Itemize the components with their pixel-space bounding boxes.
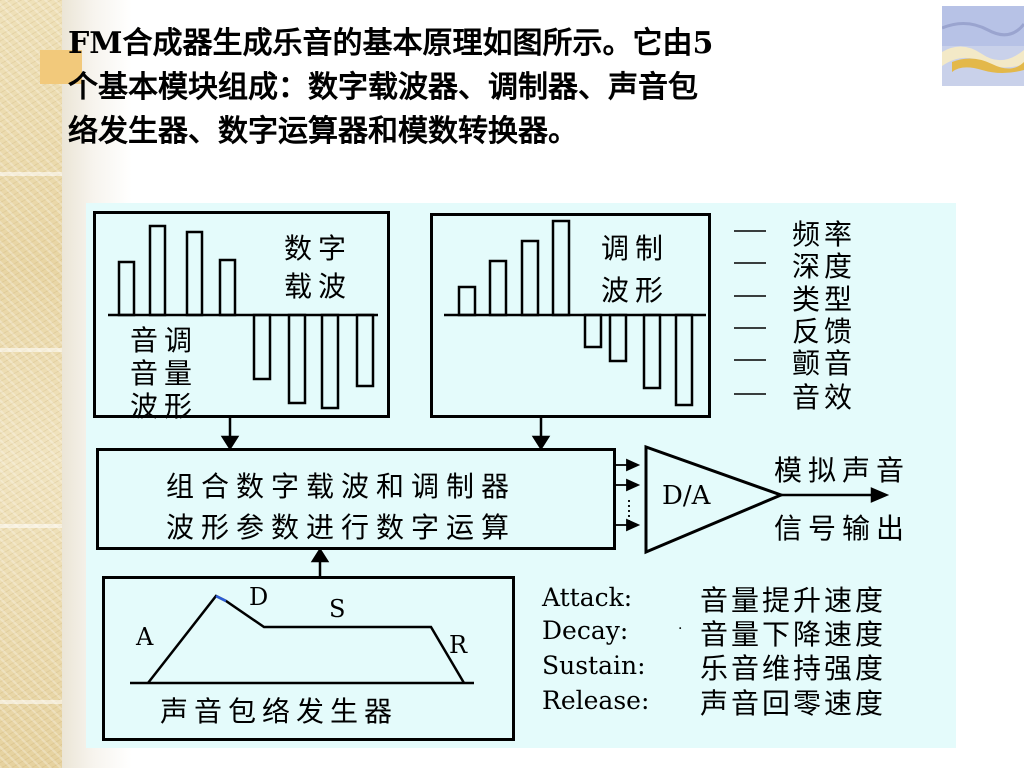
fm-synth-diagram: · 数字 载波 音调 音量 波形 调制 波形 频率 深度 类型 反馈 颤音 音效… bbox=[86, 203, 956, 748]
carrier-param-3: 波形 bbox=[130, 390, 199, 423]
intro-line-1: FM合成器生成乐音的基本原理如图所示。它由5 bbox=[68, 26, 714, 61]
intro-line-3: 络发生器、数字运算器和模数转换器。 bbox=[68, 114, 578, 149]
envelope-stage-d: D bbox=[249, 583, 269, 611]
envelope-label: 声音包络发生器 bbox=[160, 695, 399, 728]
modulator-param-frequency: 频率 bbox=[792, 218, 857, 251]
adsr-term-attack: Attack: bbox=[542, 583, 633, 612]
modulator-param-depth: 深度 bbox=[792, 250, 857, 283]
modulator-param-dashes bbox=[734, 230, 766, 395]
envelope-stage-a: A bbox=[136, 623, 154, 651]
carrier-param-2: 音量 bbox=[130, 357, 199, 390]
diagram-graphics: · bbox=[108, 219, 890, 685]
modulator-waveform bbox=[444, 219, 706, 407]
carrier-waveform bbox=[108, 224, 378, 410]
dac-label: D/A bbox=[662, 481, 711, 511]
modulator-param-type: 类型 bbox=[792, 283, 857, 316]
arrow-envelope-to-operator bbox=[310, 547, 330, 576]
adsr-meaning-release: 声音回零速度 bbox=[700, 687, 887, 720]
stripe-dividers bbox=[0, 0, 62, 768]
adsr-meaning-attack: 音量提升速度 bbox=[700, 584, 887, 617]
arrows-into-operator bbox=[220, 418, 551, 451]
adsr-term-sustain: Sustain: bbox=[542, 651, 646, 680]
output-arrow bbox=[781, 487, 890, 503]
adsr-term-decay: Decay: bbox=[542, 616, 629, 645]
operator-line-2: 波形参数进行数字运算 bbox=[166, 511, 517, 544]
modulator-param-vibrato: 颤音 bbox=[792, 347, 857, 380]
carrier-param-1: 音调 bbox=[130, 324, 199, 357]
intro-paragraph: FM合成器生成乐音的基本原理如图所示。它由5 个基本模块组成：数字载波器、调制器… bbox=[68, 22, 928, 154]
modulator-title-2: 波形 bbox=[601, 274, 670, 307]
decorative-corner-image bbox=[942, 6, 1024, 86]
carrier-title-1: 数字 bbox=[284, 232, 353, 265]
dac-triangle bbox=[644, 444, 786, 555]
carrier-box bbox=[93, 211, 390, 418]
operator-box bbox=[96, 448, 616, 550]
dac-output-line-2: 信号输出 bbox=[774, 512, 911, 545]
modulator-title-1: 调制 bbox=[601, 232, 670, 265]
envelope-stage-s: S bbox=[329, 595, 346, 623]
arrows-operator-to-dac bbox=[616, 458, 641, 532]
intro-line-2: 个基本模块组成：数字载波器、调制器、声音包 bbox=[68, 70, 698, 105]
attack-peak-highlight bbox=[215, 594, 227, 603]
adsr-meaning-sustain: 乐音维持强度 bbox=[700, 652, 887, 685]
carrier-title-2: 载波 bbox=[284, 270, 353, 303]
modulator-param-feedback: 反馈 bbox=[792, 315, 857, 348]
adsr-meaning-decay: 音量下降速度 bbox=[700, 618, 887, 651]
adsr-term-release: Release: bbox=[542, 686, 650, 715]
adsr-envelope-curve bbox=[130, 594, 474, 685]
legend-stray-dot: · bbox=[678, 621, 682, 637]
envelope-stage-r: R bbox=[449, 631, 468, 659]
envelope-box bbox=[102, 576, 515, 741]
modulator-param-effect: 音效 bbox=[792, 381, 857, 414]
modulator-box bbox=[430, 213, 711, 418]
operator-line-1: 组合数字载波和调制器 bbox=[166, 470, 517, 503]
dac-output-line-1: 模拟声音 bbox=[774, 454, 911, 487]
decorative-accent-square bbox=[40, 50, 82, 84]
